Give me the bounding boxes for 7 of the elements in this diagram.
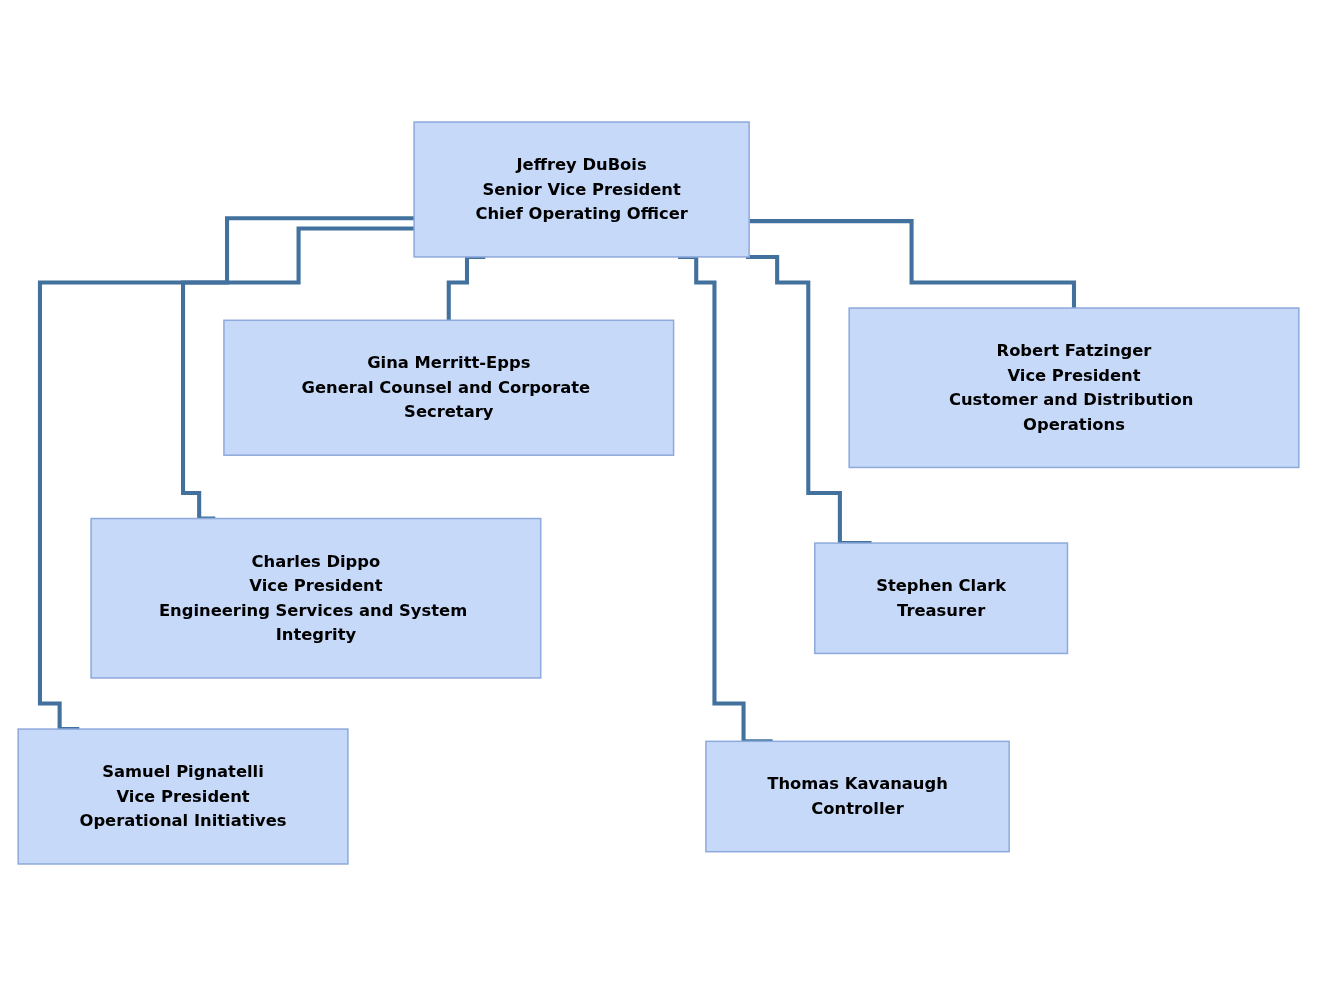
node-box: Gina Merritt-Epps General Counsel and Corporate Secretary [223, 319, 675, 456]
node-box: Charles Dippo Vice President Engineering Services and System Integrity [90, 517, 542, 679]
node-box: Robert Fatzinger Vice President Customer and Distribution Operations [848, 307, 1300, 469]
node-box: Stephen Clark Treasurer [814, 542, 1069, 655]
node-box: Samuel Pignatelli Vice President Operational Initiatives [17, 728, 349, 865]
node-box: Thomas Kavanaugh Controller [705, 740, 1010, 853]
node-box: Jeffrey DuBois Senior Vice President Chief Operating Officer [413, 121, 750, 258]
